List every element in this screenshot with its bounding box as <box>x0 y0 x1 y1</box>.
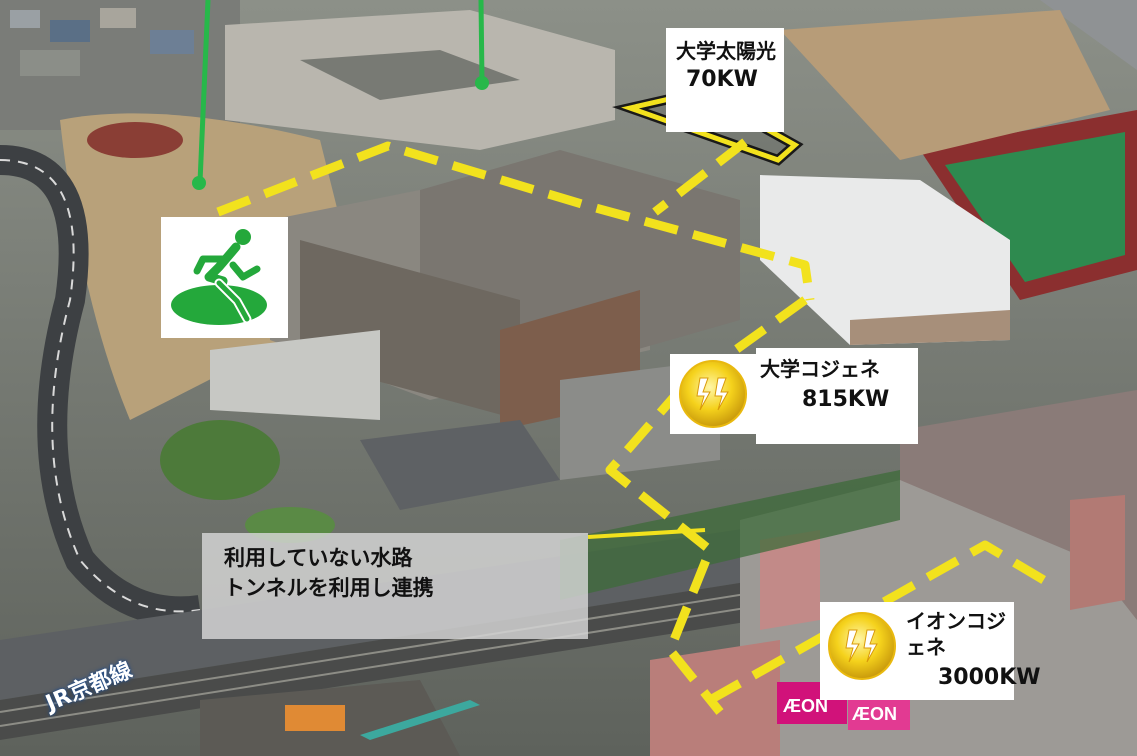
aeon-sign-text: ÆON <box>783 696 828 716</box>
solar-name: 大学太陽光 <box>676 39 776 63</box>
marker-dot <box>192 176 206 190</box>
sandy-field <box>780 10 1110 160</box>
marker-line <box>197 0 211 183</box>
sports-field <box>945 132 1125 282</box>
house <box>100 8 136 28</box>
crane <box>360 700 480 740</box>
white-building <box>760 175 1010 345</box>
water-channel-note: 利用していない水路 トンネルを利用し連携 <box>202 533 588 639</box>
aeon-sign-text: ÆON <box>852 704 897 724</box>
university-cogen-power: 815KW <box>802 387 890 412</box>
house <box>10 10 40 28</box>
house <box>20 50 80 76</box>
house <box>150 30 194 54</box>
road-marking <box>0 159 201 613</box>
evacuation-sign <box>161 217 288 338</box>
university-cogen-label: 大学コジェネ 815KW <box>756 348 918 444</box>
aeon-cogen-name: イオンコジェネ <box>906 609 1006 659</box>
house <box>50 20 90 42</box>
solar-label: 大学太陽光 70KW <box>666 28 784 132</box>
route-aeon <box>707 540 1055 704</box>
elevated-road <box>1040 0 1137 70</box>
red-plaza <box>87 122 183 158</box>
route-campus <box>216 141 815 301</box>
solar-roof <box>210 330 380 420</box>
water-note-line1: 利用していない水路 <box>224 546 413 570</box>
university-cogen-name: 大学コジェネ <box>760 357 880 381</box>
aeon-tower <box>760 530 820 630</box>
marker-line <box>478 0 485 83</box>
lightning-bolt-icon <box>670 354 756 434</box>
emergency-exit-icon <box>171 229 267 325</box>
water-note-line2: トンネルを利用し連携 <box>224 576 434 600</box>
lightning-bolt-icon <box>828 612 896 680</box>
marker-dot <box>475 76 489 90</box>
construction-roof <box>285 705 345 731</box>
lawn <box>160 420 280 500</box>
trees <box>560 470 900 600</box>
route-solar <box>652 138 748 216</box>
white-building-side <box>850 310 1010 345</box>
note-pointer <box>587 528 706 539</box>
parking <box>360 420 560 510</box>
aeon-cogen-power: 3000KW <box>938 665 1041 690</box>
aeon-tower <box>1070 495 1125 610</box>
courtyard <box>300 50 520 100</box>
solar-power: 70KW <box>686 67 758 92</box>
